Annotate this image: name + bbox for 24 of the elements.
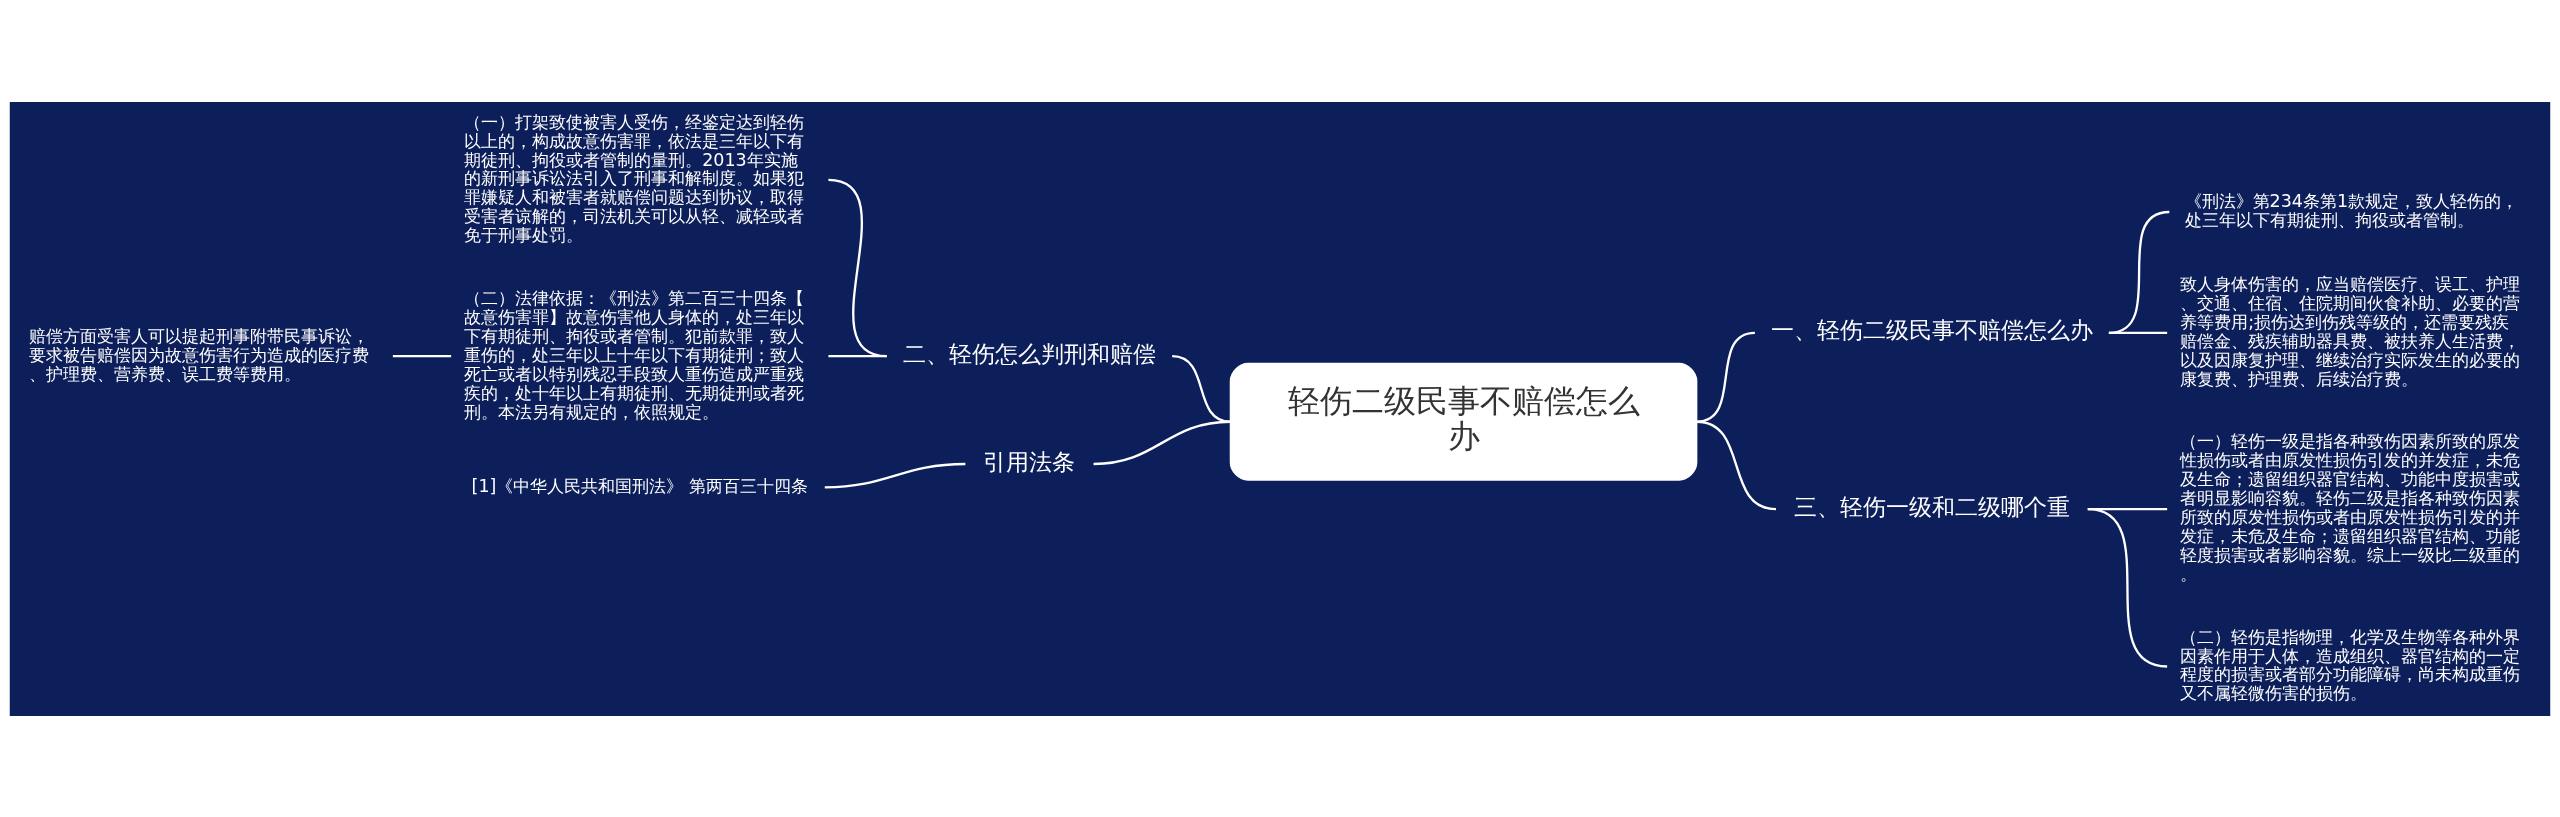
connector: [2108, 331, 2168, 334]
node-text: 三、轻伤一级和二级哪个重: [1793, 492, 2070, 520]
node-text: （二）轻伤是指物理，化学及生物等各种外界因素作用于人体，造成组织、器官结构的一定程度的损害或者部分功能障碍，尚未构成重伤又不属轻微伤害的损伤。: [2180, 626, 2521, 703]
node-text: （一）打架致使被害人受伤，经鉴定达到轻伤以上的，构成故意伤害罪，依法是三年以下有期徒刑、拘役或者管制的量刑。2013年实施的新刑事诉讼法引入了刑事和解制度。如果犯罪嫌疑人和被害者就赔偿问题达到协议，取得受害者谅解的，司法机关可以从轻、减轻或者免于刑事处罚。: [464, 111, 805, 245]
node-text: 二、轻伤怎么判刑和赔偿: [902, 339, 1156, 367]
connector: [828, 178, 887, 357]
node-text: [1]《中华人民共和国刑法》 第两百三十四条: [471, 475, 808, 496]
connector: [1172, 354, 1231, 423]
connector: [2087, 507, 2168, 668]
connector: [392, 354, 452, 357]
connector: [1093, 420, 1231, 465]
node-text: （二）法律依据：《刑法》第二百三十四条【故意伤害罪】故意伤害他人身体的，处三年以下有期徒刑、拘役或者管制。犯前款罪，致人重伤的，处三年以上十年以下有期徒刑；致人死亡或者以特别残忍手段致人重伤造成严重残疾的，处十年以上有期徒刑、无期徒刑或者死刑。本法另有规定的，依照规定。: [464, 287, 805, 422]
connector: [828, 354, 887, 357]
node-text: 《刑法》第234条第1款规定，致人轻伤的，处三年以下有期徒刑、拘役或者管制。: [2184, 190, 2519, 230]
node-text: （一）轻伤一级是指各种致伤因素所致的原发性损伤或者由原发性损伤引发的并发症，未危及生命；遗留组织器官结构、功能中度损害或者明显影响容貌。轻伤二级是指各种致伤因素所致的原发性损伤或者由原发性损伤引发的并发症，未危及生命；遗留组织器官结构、功能轻度损害或者影响容貌。综上一级比二级重的。: [2180, 430, 2521, 584]
node-box: 轻伤二级民事不赔偿怎么办: [1229, 362, 1698, 481]
node-text: 引用法条: [983, 447, 1076, 475]
connector: [2108, 210, 2170, 334]
connector: [1696, 331, 1756, 423]
node-text: 致人身体伤害的，应当赔偿医疗、误工、护理、交通、住宿、住院期间伙食补助、必要的营养等费用;损伤达到伤残等级的，还需要残疾赔偿金、残疾辅助器具费、被扶养人生活费，以及因康复护理、继续治疗实际发生的必要的康复费、护理费、后续治疗费。: [2180, 273, 2521, 389]
connector: [1696, 420, 1777, 510]
node-text: 赔偿方面受害人可以提起刑事附带民事诉讼，要求被告赔偿因为故意伤害行为造成的医疗费、护理费、营养费、误工费等费用。: [28, 325, 369, 384]
connector: [824, 462, 966, 488]
node-text: 一、轻伤二级民事不赔偿怎么办: [1770, 315, 2093, 343]
